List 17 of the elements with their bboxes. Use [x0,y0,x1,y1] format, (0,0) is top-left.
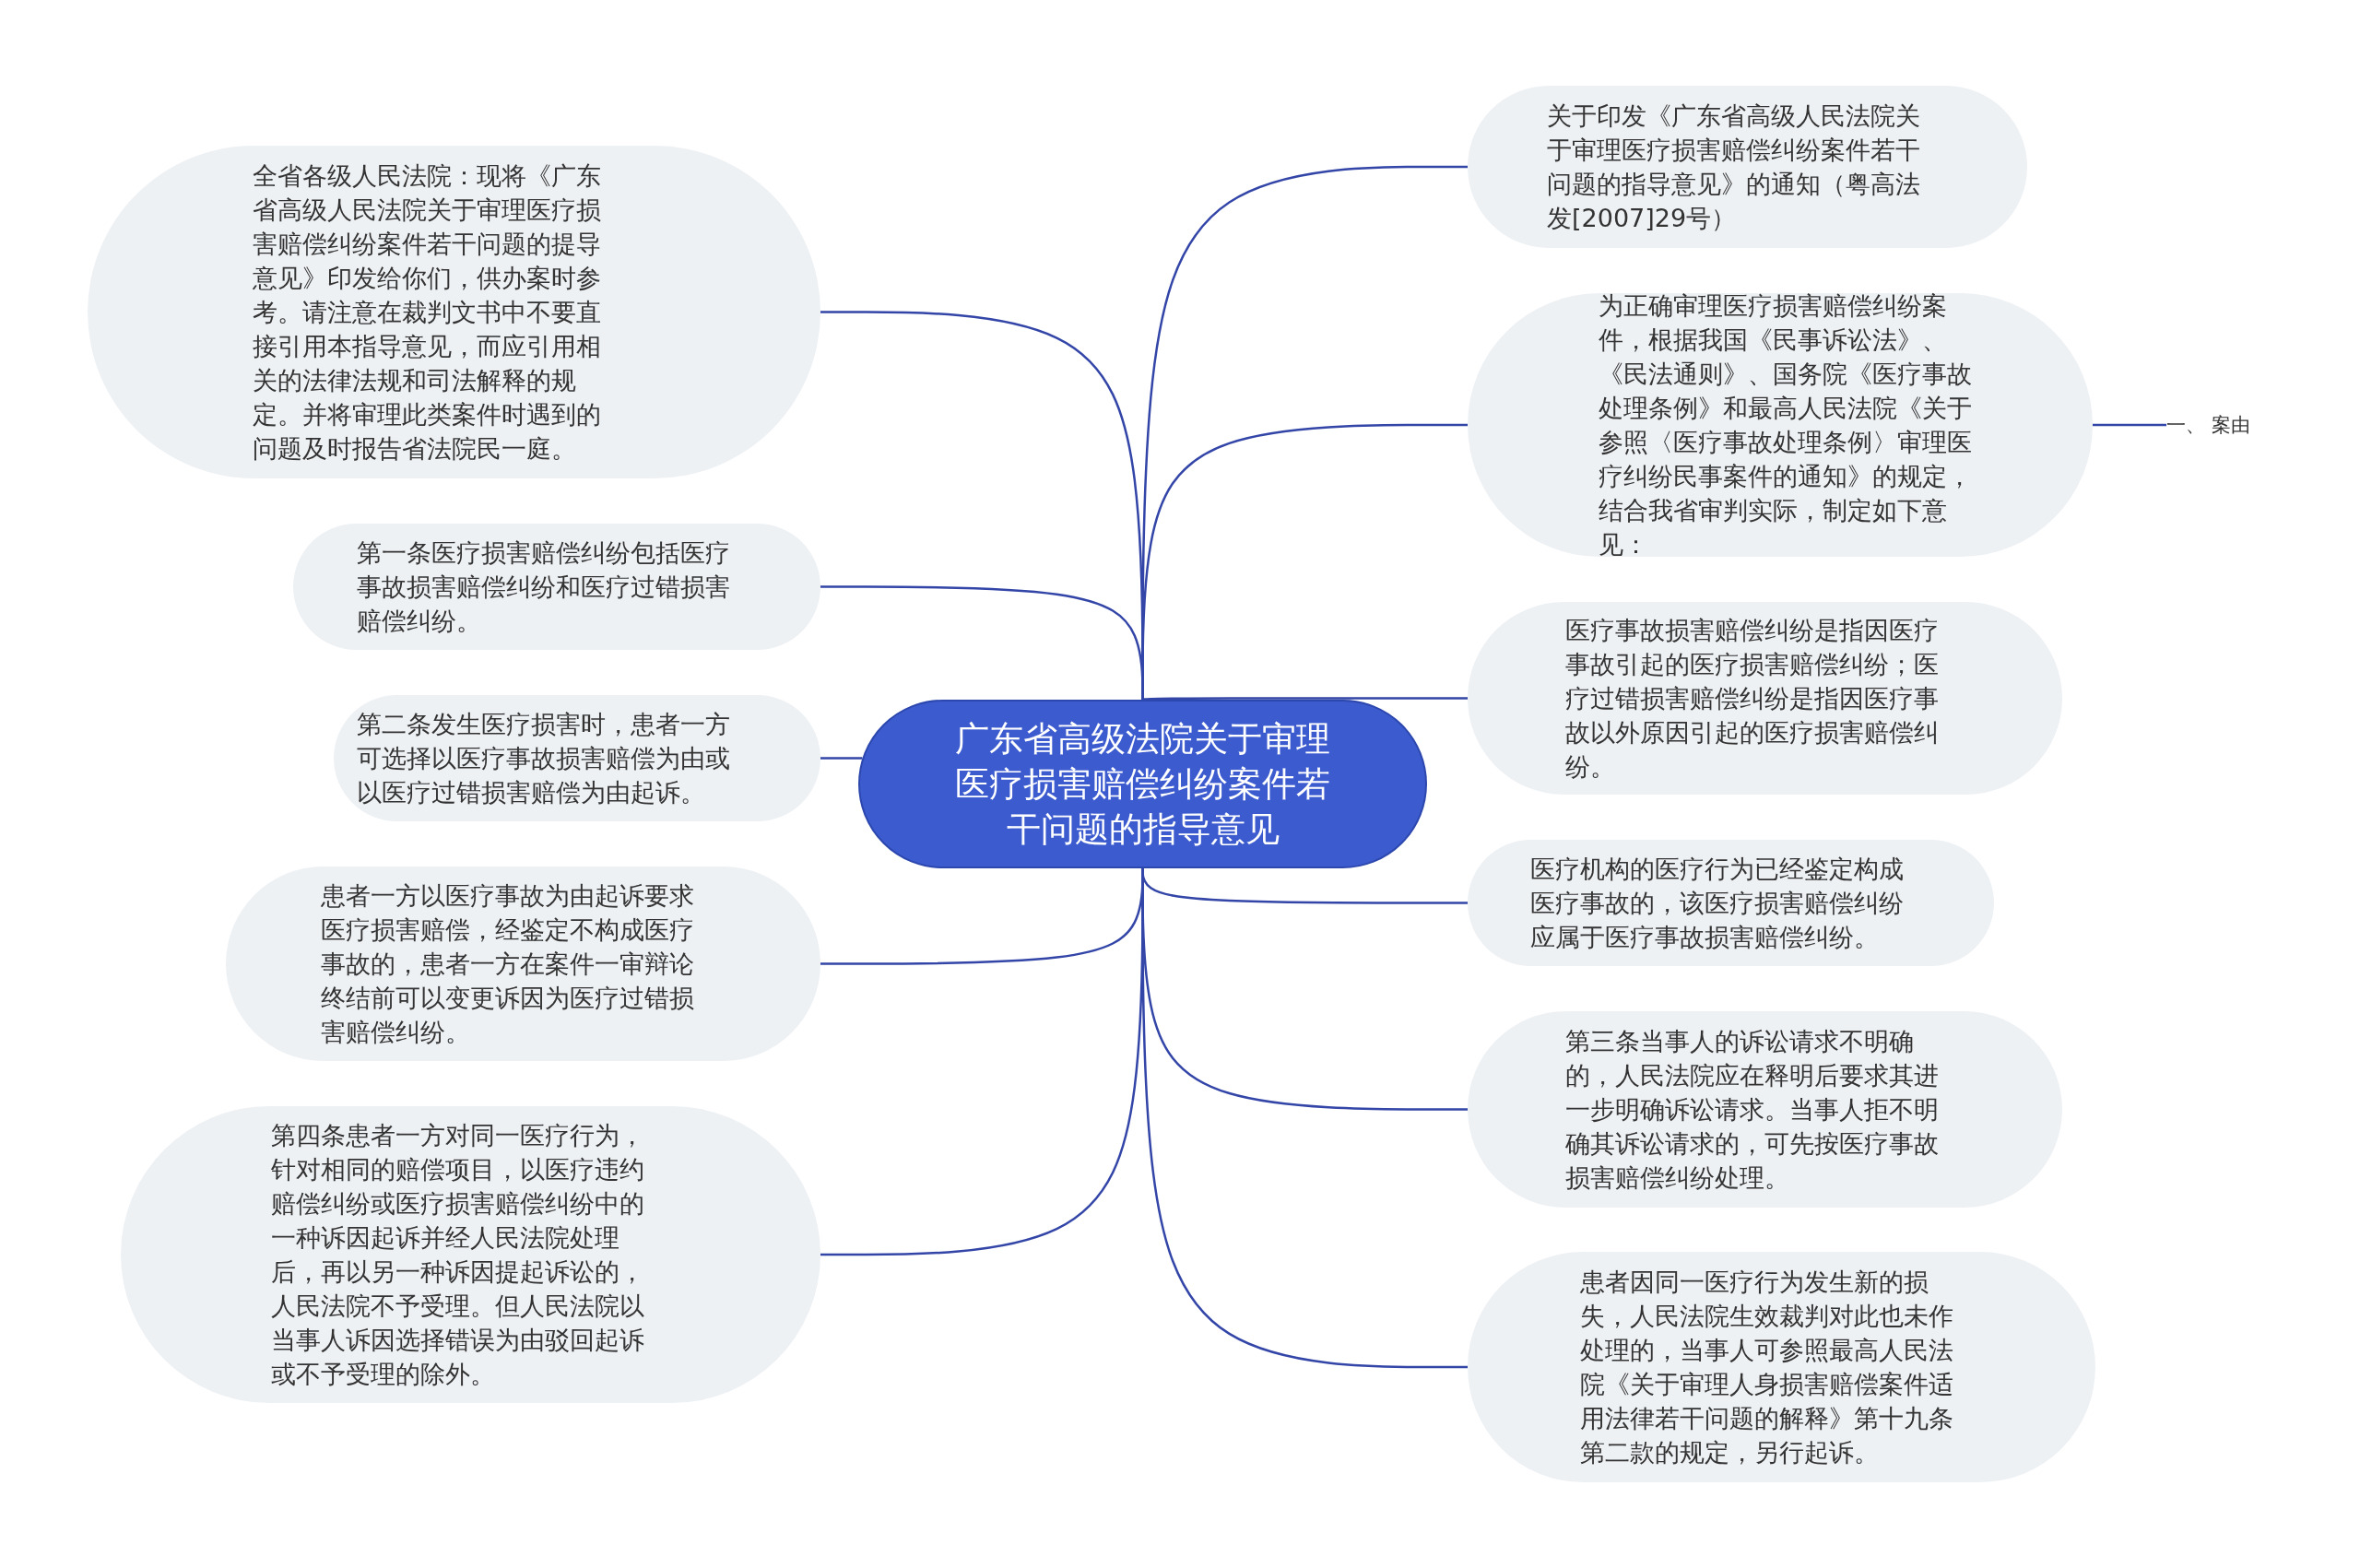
topic-text: 关于印发《广东省高级人民法院关于审理医疗损害赔偿纠纷案件若干问题的指导意见》的通知（粤高法发[2007]29号） [1547,100,1921,234]
topic-text: 患者一方以医疗事故为由起诉要求医疗损害赔偿，经鉴定不构成医疗事故的，患者一方在案件一审辩论终结前可以变更诉因为医疗过错损害赔偿纠纷。 [321,880,695,1048]
topic-text: 全省各级人民法院：现将《广东省高级人民法院关于审理医疗损害赔偿纠纷案件若干问题的提导意见》印发给你们，供办案时参考。请注意在裁判文书中不要直接引用本指导意见，而应引用相关的法律法规和司法解释的规定。并将审理此类案件时遇到的问题及时报告省法院民一庭。 [253,160,602,465]
branch-line [820,757,863,760]
topic-text: 第四条患者一方对同一医疗行为，针对相同的赔偿项目，以医疗违约赔偿纠纷或医疗损害赔偿纠纷中的一种诉因起诉并经人民法院处理后，再以另一种诉因提起诉讼的，人民法院不予受理。但人民法院以当事人诉因选择错误为由驳回起诉或不予受理的除外。 [271,1120,645,1390]
topic-text: 第一条医疗损害赔偿纠纷包括医疗事故损害赔偿纠纷和医疗过错损害赔偿纠纷。 [357,537,731,637]
topic-text: 医疗事故损害赔偿纠纷是指因医疗事故引起的医疗损害赔偿纠纷；医疗过错损害赔偿纠纷是指因医疗事故以外原因引起的医疗损害赔偿纠纷。 [1565,615,1940,783]
branch-label: 一、 案由 [2166,413,2250,437]
branch-line [2093,423,2166,427]
topic-text: 第二条发生医疗损害时，患者一方可选择以医疗事故损害赔偿为由或以医疗过错损害赔偿为由起诉。 [357,709,731,808]
central-topic-text: 广东省高级法院关于审理医疗损害赔偿纠纷案件若干问题的指导意见 [954,718,1331,851]
topic-text: 第三条当事人的诉讼请求不明确的，人民法院应在释明后要求其进一步明确诉讼请求。当事人拒不明确其诉讼请求的，可先按医疗事故损害赔偿纠纷处理。 [1565,1026,1940,1194]
branch-line [820,585,1144,700]
topic-text: 患者因同一医疗行为发生新的损失，人民法院生效裁判对此也未作处理的，当事人可参照最高人民法院《关于审理人身损害赔偿案件适用法律若干问题的解释》第十九条第二款的规定，另行起诉。 [1580,1267,1954,1468]
branch-line [1141,697,1468,701]
topic-text: 为正确审理医疗损害赔偿纠纷案件，根据我国《民事诉讼法》、《民法通则》、国务院《医疗事故处理条例》和最高人民法院《关于参照〈医疗事故处理条例〉审理医疗纠纷民事案件的通知》的规定，结合我省审判实际，制定如下意见： [1599,290,1973,560]
topic-text: 医疗机构的医疗行为已经鉴定构成医疗事故的，该医疗损害赔偿纠纷应属于医疗事故损害赔偿纠纷。 [1530,854,1905,953]
